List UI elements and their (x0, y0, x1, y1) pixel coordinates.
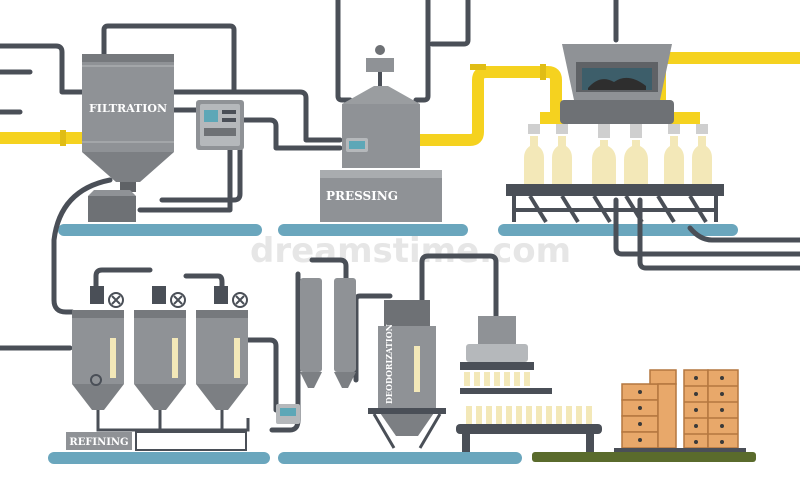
distill-column-1 (300, 278, 322, 372)
seeds-icon (588, 77, 646, 90)
conveyor-truss (512, 194, 718, 224)
bottle-filler-unit (456, 316, 602, 452)
platforms (48, 224, 756, 464)
distill-column-2 (334, 278, 356, 372)
filtration-tank (82, 54, 174, 152)
filled-bottles (466, 406, 592, 424)
valve-icon (375, 45, 385, 55)
refining-label: REFINING (69, 437, 128, 448)
refining-tank-3 (196, 286, 248, 410)
watermark-text: dreamstime.com (250, 231, 571, 271)
pressing-tank (342, 104, 420, 168)
platform-filtration (58, 224, 262, 236)
refining-label-box (66, 432, 132, 450)
platform-refining (48, 452, 270, 464)
platform-pressing (278, 224, 468, 236)
pressing-label: PRESSING (326, 189, 398, 203)
deodorization-unit: DEODORIZATION (276, 278, 446, 449)
fill-nozzles (528, 124, 708, 138)
filtration-motor (88, 196, 136, 222)
storage-crates (614, 369, 746, 452)
filtration-unit: FILTRATION (82, 54, 244, 222)
bottling-conveyor (506, 184, 724, 196)
filler-conveyor (456, 424, 602, 434)
yellow-pipe-joints (60, 64, 546, 146)
pressing-unit: PRESSING (320, 45, 442, 222)
pressing-base (320, 170, 442, 222)
deodorization-tank (378, 326, 436, 410)
refining-tank-2 (134, 286, 186, 410)
platform-storage (532, 452, 756, 462)
oil-bottles (524, 136, 712, 184)
control-screen-icon (204, 110, 218, 122)
dark-pipes (0, 0, 800, 433)
refining-unit: REFINING (66, 286, 250, 451)
deodorization-label: DEODORIZATION (384, 324, 394, 404)
filtration-label: FILTRATION (89, 102, 167, 115)
platform-deodorization (278, 452, 522, 464)
pressing-gauge (366, 58, 394, 72)
refining-tank-1 (72, 286, 124, 410)
bottling-unit (506, 44, 724, 224)
